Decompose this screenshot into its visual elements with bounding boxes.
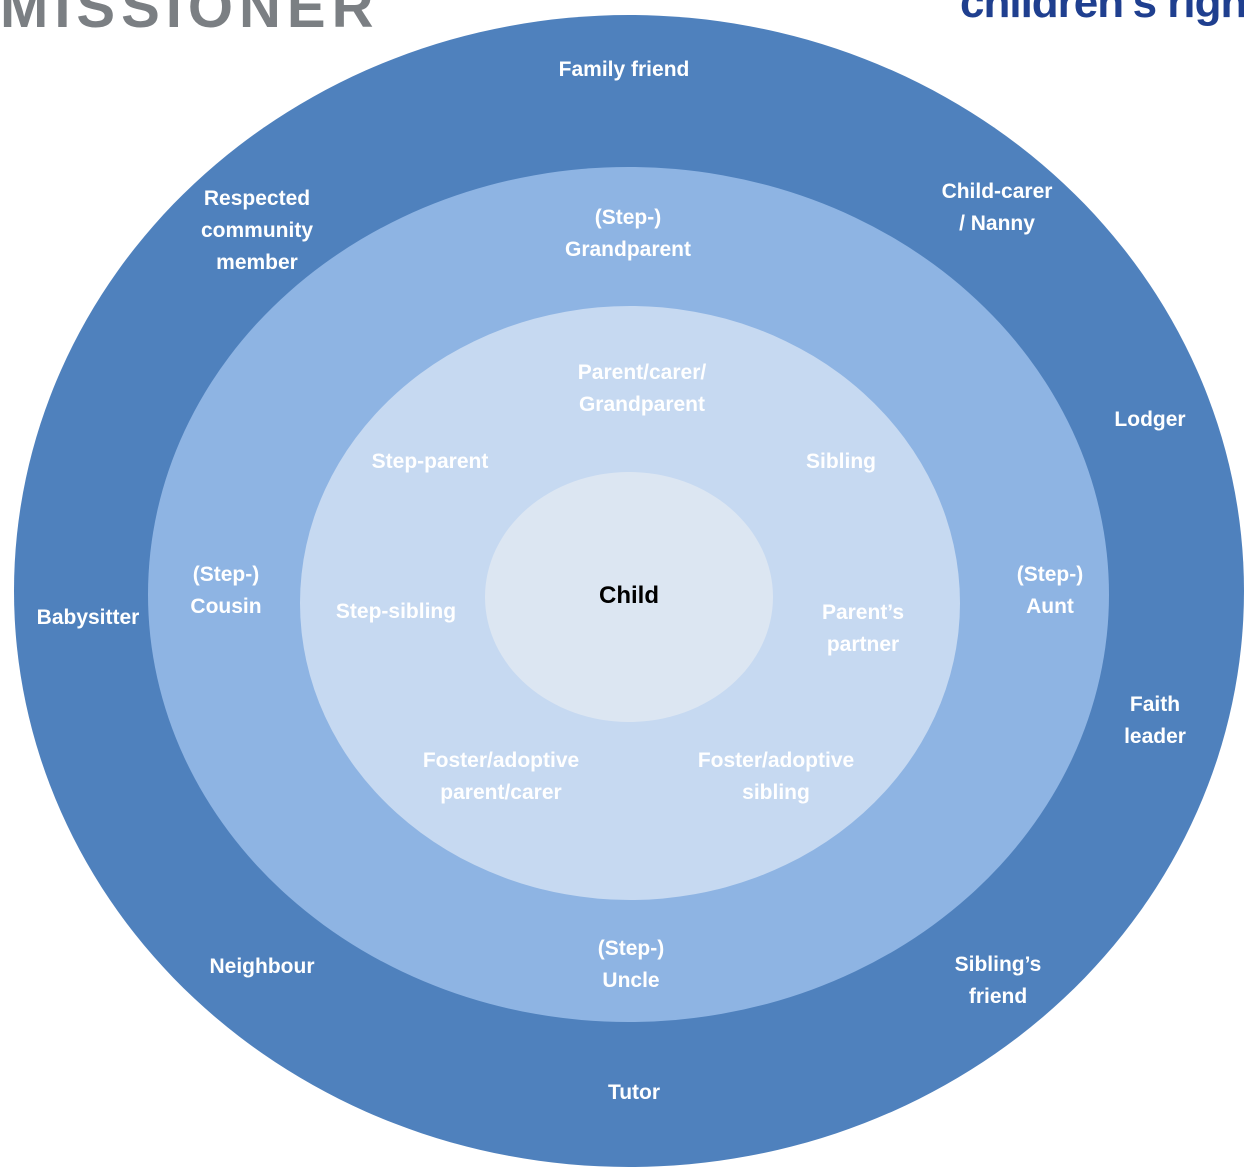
outer-label-faith-leader: Faith leader: [1124, 693, 1186, 748]
center-circle: [485, 472, 773, 722]
inner-label-parent-carer-grandparent: Parent/carer/ Grandparent: [577, 361, 707, 416]
inner-label-foster-adoptive-sibling: Foster/adoptive sibling: [697, 749, 855, 804]
inner-label-sibling: Sibling: [806, 450, 876, 473]
header-logo-text-left: MISSIONER: [0, 0, 380, 40]
middle-label-aunt: (Step-) Aunt: [1016, 563, 1084, 618]
middle-label-grandparent: (Step-) Grandparent: [564, 206, 692, 261]
outer-label-lodger: Lodger: [1114, 408, 1186, 431]
outer-label-neighbour: Neighbour: [209, 955, 315, 978]
inner-label-step-parent: Step-parent: [371, 450, 489, 473]
middle-label-cousin: (Step-) Cousin: [190, 563, 262, 618]
outer-label-family-friend: Family friend: [558, 58, 690, 81]
header-logo-text-right: children's righ: [960, 0, 1244, 27]
middle-label-uncle: (Step-) Uncle: [597, 937, 665, 992]
outer-label-respected-community-member: Respected community member: [200, 187, 314, 274]
inner-label-step-sibling: Step-sibling: [335, 600, 457, 623]
outer-label-siblings-friend: Sibling’s friend: [954, 953, 1042, 1008]
inner-label-foster-adoptive-parent: Foster/adoptive parent/carer: [422, 749, 580, 804]
inner-label-parents-partner: Parent’s partner: [821, 601, 905, 656]
center-label-child: Child: [599, 582, 659, 609]
outer-label-child-carer-nanny: Child-carer / Nanny: [941, 180, 1053, 235]
outer-label-tutor: Tutor: [607, 1081, 661, 1104]
outer-label-babysitter: Babysitter: [36, 606, 140, 629]
